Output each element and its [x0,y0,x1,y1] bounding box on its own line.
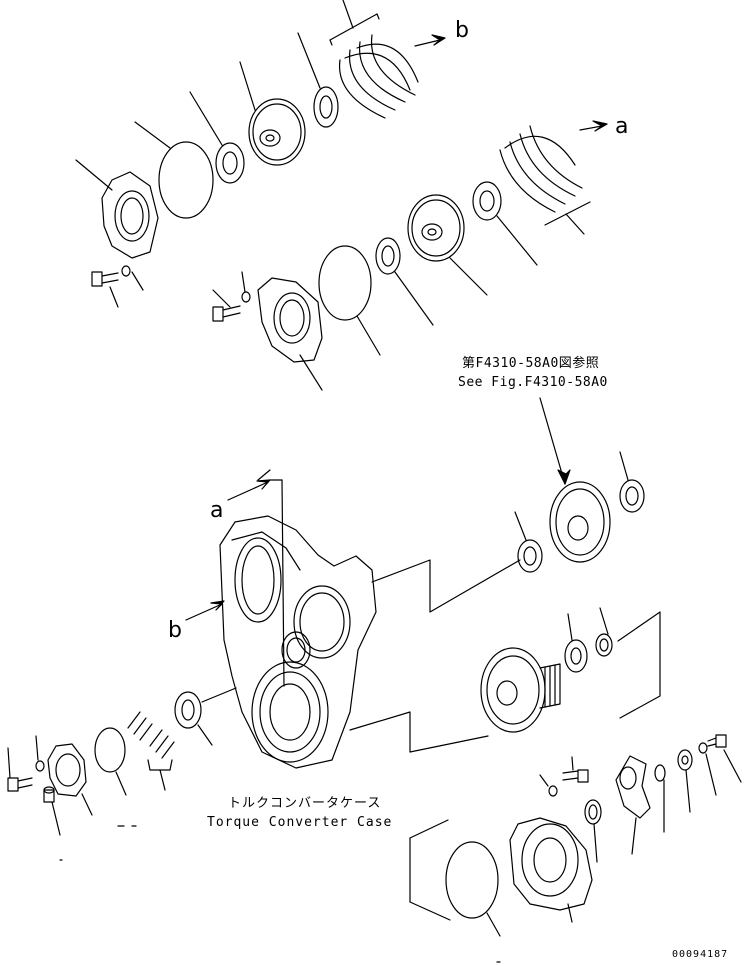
reference-label-en: See Fig.F4310-58A0 [458,375,608,390]
clutch-plates-l [127,711,175,791]
bolt-r2 [698,734,742,796]
clutch-discs-b [329,0,446,119]
cover-a [257,277,323,391]
bolt-r1 [539,756,589,797]
bolt-a [212,271,251,322]
washer-r [654,764,666,833]
gasket-l [94,727,127,796]
bearing-r2 [514,511,543,573]
gasket-a [318,245,381,356]
clutch-discs-a [499,120,608,235]
leader-ref-to-case [371,559,521,613]
bearing-r3 [564,613,588,673]
housing-r [509,817,593,923]
stray-marks [59,825,501,963]
arrow-a-mid [227,479,285,687]
marker-b-top: b [455,18,469,43]
bearing-a2 [375,237,434,326]
case-label-en: Torque Converter Case [207,815,393,830]
gear-ref [549,481,611,563]
reference-label-jp: 第F4310-58A0図参照 [462,356,600,371]
spacer-r [677,749,693,813]
bolt-l [7,735,45,792]
collar-r [595,607,661,719]
leader-shaft [349,711,489,753]
ref-pointer [539,397,571,485]
bolt-b [91,265,144,308]
bearing-l1 [174,687,237,746]
marker-a-mid: a [210,498,224,523]
bearing-b1 [297,32,339,128]
case-label-jp: トルクコンバータケース [228,796,382,811]
cover-l [47,743,93,816]
marker-b-mid: b [168,618,182,643]
gear-b [239,61,306,166]
bearing-a1 [472,181,538,266]
bearing-r1 [619,451,645,513]
gasket-b [134,121,214,219]
yoke-r [615,755,651,855]
shaft-gear [480,647,561,733]
arrow-b-mid [185,600,225,621]
cover-b [75,159,159,259]
document-number: 00094187 [672,949,729,960]
bearing-b2 [189,91,245,184]
gasket-r [409,819,501,937]
gear-a [407,194,488,296]
marker-a-top: a [615,114,629,139]
seal-r [584,799,602,863]
plug-l [43,786,61,836]
case-body [219,469,377,769]
